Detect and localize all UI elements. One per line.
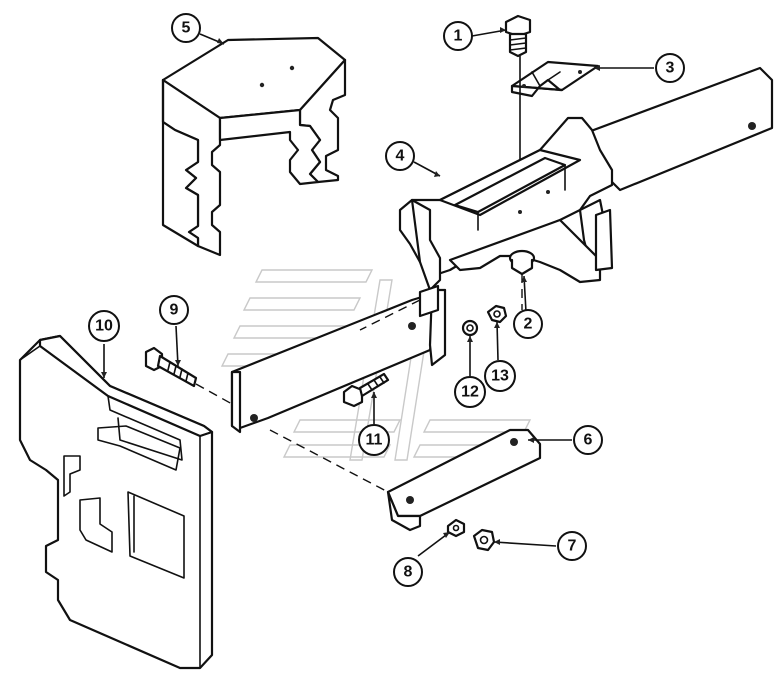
callout-8-label: 8 [404,564,413,581]
part-frame [230,66,774,434]
part-counterweight [18,334,214,670]
leader-lines [101,27,654,557]
callout-6-label: 6 [584,432,593,449]
callout-11: 11 [358,424,390,456]
part-cover [161,36,347,257]
callout-9: 9 [159,295,189,325]
part-plate-3 [510,60,600,98]
callout-10: 10 [88,310,120,342]
callout-12-label: 12 [461,384,479,401]
part-bushing-2 [508,249,536,276]
part-nut-13 [486,304,508,324]
part-nut-7 [472,528,496,552]
callout-1-label: 1 [454,28,463,45]
callout-13-label: 13 [491,368,509,385]
callout-4-label: 4 [396,148,405,165]
callout-2-label: 2 [524,316,533,333]
callout-11-label: 11 [366,432,383,449]
callout-2: 2 [513,309,543,339]
callout-1: 1 [443,21,473,51]
part-washer-12 [461,319,479,337]
part-lockwasher-8 [446,518,466,538]
callout-4: 4 [385,141,415,171]
callout-6: 6 [573,425,603,455]
callout-12: 12 [454,376,486,408]
callout-5-label: 5 [182,20,191,37]
assembly-lines [195,274,523,493]
callout-3-label: 3 [666,60,675,77]
part-bolt-11 [342,372,390,408]
callout-13: 13 [484,360,516,392]
callout-7-label: 7 [568,538,577,555]
part-bolt-9 [144,346,198,388]
callout-8: 8 [393,557,423,587]
callout-5: 5 [171,13,201,43]
callout-7: 7 [557,531,587,561]
callout-9-label: 9 [170,302,179,319]
callout-10-label: 10 [95,318,113,335]
callout-3: 3 [655,53,685,83]
part-bolt-1 [504,14,532,58]
part-angle-bracket [386,428,542,532]
